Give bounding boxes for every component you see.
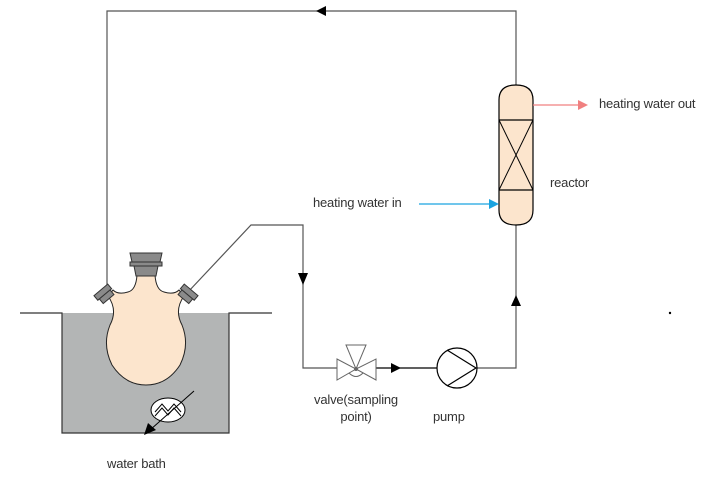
valve-label-line1: valve(sampling: [314, 392, 398, 407]
pump-label: pump: [433, 409, 465, 424]
heater-icon[interactable]: [144, 390, 195, 435]
return-line: [106, 10, 517, 290]
reactor-label: reactor: [550, 175, 590, 190]
heating-in-arrow: [489, 199, 499, 209]
pump-reactor-line: [476, 222, 517, 369]
flow-arrow-top: [316, 6, 326, 16]
reactor-icon[interactable]: [498, 84, 534, 226]
pump-icon[interactable]: [436, 347, 478, 389]
heating-water-in-label: heating water in: [313, 195, 402, 210]
valve-label: valve(sampling point): [306, 391, 406, 425]
flow-arrow-down: [298, 273, 308, 285]
stray-dot: [668, 311, 672, 315]
flow-arrow-up: [511, 295, 521, 306]
flow-arrow-right: [391, 363, 401, 373]
flask-icon[interactable]: [93, 252, 199, 386]
outlet-line: [187, 224, 337, 369]
valve-icon[interactable]: [336, 344, 377, 381]
valve-label-line2: point): [340, 409, 372, 424]
water-bath-label: water bath: [107, 456, 166, 471]
heating-water-out-label: heating water out: [599, 96, 696, 111]
heating-out-arrow: [578, 100, 588, 110]
